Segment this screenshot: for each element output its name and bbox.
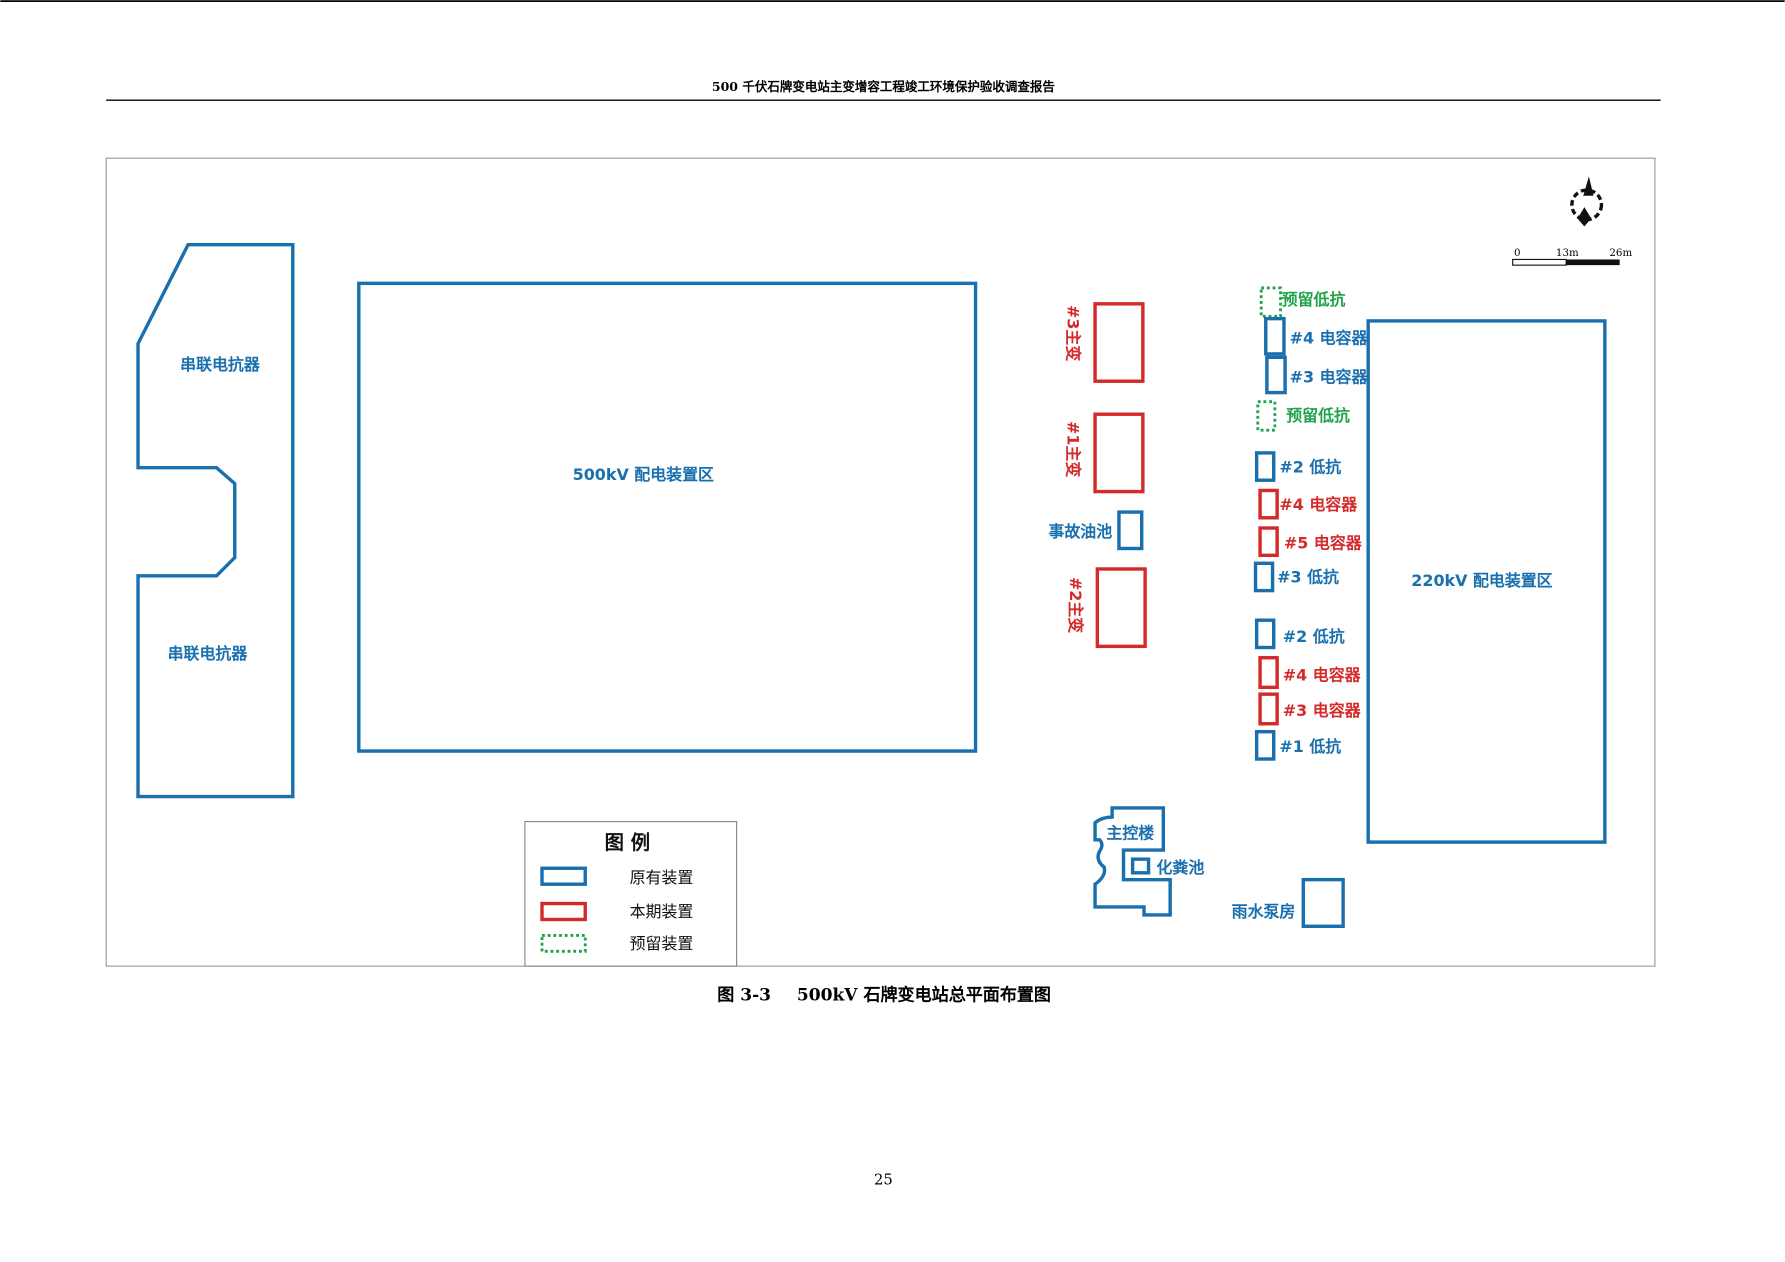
series-reactor-area: [136, 242, 295, 799]
equipment-box: [1258, 656, 1279, 690]
series-reactor-label-top: 串联电抗器: [180, 355, 261, 374]
legend-label-existing: 原有装置: [630, 868, 694, 887]
rain-pump-house: [1301, 877, 1345, 929]
map-frame: [105, 157, 1656, 967]
scale-tick-0: 0: [1514, 247, 1521, 259]
equipment-label: #1 低抗: [1279, 737, 1341, 756]
transformer-3: [1093, 302, 1145, 383]
equipment-box: [1254, 730, 1276, 761]
page-number: 25: [874, 1172, 893, 1189]
equipment-label: #3 电容器: [1290, 367, 1369, 386]
report-header: 500 千伏石牌变电站主变增容工程竣工环境保护验收调查报告: [712, 79, 1055, 94]
switchyard-500kv-label: 500kV 配电装置区: [573, 465, 714, 484]
switchyard-500kv: [357, 281, 978, 753]
figure-number: 图 3-3: [717, 985, 771, 1005]
septic-tank: [1130, 857, 1151, 875]
transformer-2: [1095, 567, 1147, 649]
legend-swatch-new: [540, 901, 587, 922]
equipment-box: [1254, 451, 1276, 482]
equipment-box: [1253, 561, 1275, 593]
equipment-label: #3 低抗: [1277, 568, 1339, 587]
transformer-2-label: #2主变: [1066, 577, 1085, 633]
oil-pit-label: 事故油池: [1048, 522, 1112, 541]
transformer-1: [1093, 412, 1145, 494]
legend-label-new: 本期装置: [630, 902, 694, 921]
equipment-label: #4 电容器: [1283, 666, 1362, 685]
legend-label-reserved: 预留装置: [630, 934, 694, 953]
series-reactor-label-bottom: 串联电抗器: [168, 644, 249, 663]
equipment-box: [1258, 692, 1279, 726]
legend-swatch-existing: [540, 866, 587, 886]
equipment-column: 预留低抗 #4 电容器 #3 电容器 预留低抗 #2 低抗 #4 电容器 #5 …: [1253, 286, 1369, 761]
figure-caption: 500kV 石牌变电站总平面布置图: [797, 984, 1051, 1005]
equipment-label: #5 电容器: [1284, 533, 1363, 552]
equipment-label: #2 低抗: [1283, 627, 1345, 646]
scale-bar: 0 13m 26m: [1512, 247, 1632, 266]
legend: 图 例 原有装置 本期装置 预留装置: [524, 821, 738, 967]
equipment-label: #4 电容器: [1290, 329, 1369, 348]
north-arrow-icon: [1570, 176, 1604, 227]
oil-pit: [1117, 510, 1144, 551]
equipment-label: #4 电容器: [1279, 495, 1358, 514]
switchyard-220kv-label: 220kV 配电装置区: [1411, 571, 1552, 590]
transformer-3-label: #3主变: [1064, 305, 1083, 361]
equipment-box: [1259, 286, 1282, 318]
equipment-label: 预留低抗: [1282, 290, 1346, 309]
switchyard-220kv: [1366, 319, 1607, 844]
rain-pump-house-label: 雨水泵房: [1232, 902, 1296, 921]
equipment-box: [1254, 618, 1276, 650]
transformer-1-label: #1主变: [1064, 421, 1083, 477]
equipment-box: [1264, 316, 1286, 356]
equipment-label: 预留低抗: [1286, 406, 1350, 425]
equipment-box: [1258, 488, 1279, 520]
legend-swatch-reserved: [540, 933, 587, 953]
scale-tick-13m: 13m: [1556, 247, 1579, 259]
septic-tank-label: 化粪池: [1157, 858, 1205, 877]
scale-tick-26m: 26m: [1609, 247, 1632, 259]
equipment-label: #3 电容器: [1283, 701, 1362, 720]
equipment-box: [1258, 526, 1279, 558]
equipment-box: [1265, 355, 1287, 395]
equipment-label: #2 低抗: [1279, 457, 1341, 476]
control-building-label: 主控楼: [1106, 824, 1154, 843]
control-building: [1093, 806, 1172, 917]
equipment-box: [1256, 400, 1277, 432]
legend-title: 图 例: [605, 831, 650, 854]
